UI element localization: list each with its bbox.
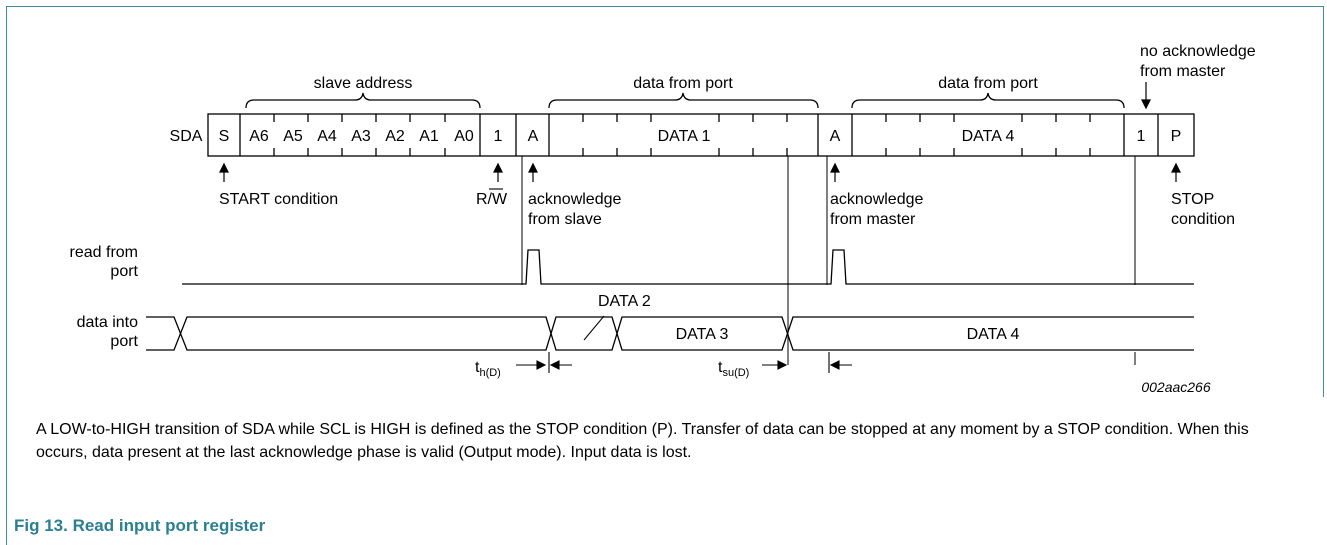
field-a0: A0: [454, 128, 474, 145]
ack-master-label-line1: acknowledge: [830, 191, 924, 208]
figure-id: 002aac266: [1141, 379, 1211, 395]
figure-caption: A LOW-to-HIGH transition of SDA while SC…: [36, 421, 1249, 461]
no-ack-arrow: [1141, 82, 1151, 110]
field-data4: DATA 4: [962, 128, 1015, 145]
ack-slave-label-line2: from slave: [528, 211, 602, 228]
no-ack-label-line1: no acknowledge: [1140, 43, 1256, 60]
tsu-label: tsu(D): [718, 359, 749, 379]
brace-label-slave-address: slave address: [314, 75, 413, 92]
read-from-port-label-line1: read from: [70, 244, 138, 261]
field-start: S: [219, 128, 230, 145]
brace-label-data-from-port-2: data from port: [938, 75, 1038, 92]
guide-lines: [521, 156, 1136, 365]
field-data1: DATA 1: [658, 128, 711, 145]
th-label: th(D): [475, 359, 501, 379]
field-a4: A4: [317, 128, 337, 145]
field-ack-2: A: [830, 128, 841, 145]
braces: [245, 92, 1125, 109]
ack-slave-label-line1: acknowledge: [528, 191, 622, 208]
field-nack-bit: 1: [1137, 128, 1146, 145]
brace-slave-address: [245, 92, 481, 109]
stop-condition-label-line2: condition: [1171, 211, 1235, 228]
brace-label-data-from-port-1: data from port: [633, 75, 733, 92]
brace-data-from-port-1: [548, 92, 819, 109]
read-from-port-signal: [182, 249, 1194, 285]
field-ack-1: A: [528, 128, 539, 145]
data-into-port-label-line1: data into: [77, 314, 138, 331]
field-rw-bit: 1: [494, 128, 503, 145]
figure-left-rule: [6, 396, 7, 545]
field-stop: P: [1171, 128, 1182, 145]
field-a2: A2: [385, 128, 405, 145]
ack-master-label-line2: from master: [830, 211, 916, 228]
rw-label: R/W: [476, 191, 508, 208]
no-ack-label-line2: from master: [1140, 63, 1226, 80]
annotation-arrows: [219, 162, 1181, 182]
data-into-port-label-line2: port: [110, 333, 138, 350]
stop-condition-label-line1: STOP: [1171, 191, 1214, 208]
timing-markers: [516, 352, 852, 373]
bus-label-data4: DATA 4: [967, 326, 1020, 343]
figure-border: [6, 6, 1324, 397]
sda-frame: [207, 113, 1195, 157]
field-a1: A1: [419, 128, 439, 145]
start-condition-label: START condition: [219, 191, 338, 208]
data-into-port-bus: [146, 316, 1194, 351]
data2-leader: [583, 315, 605, 341]
field-a5: A5: [283, 128, 303, 145]
figure-title: Fig 13. Read input port register: [14, 516, 266, 535]
sda-label: SDA: [170, 128, 203, 145]
read-from-port-label-line2: port: [110, 263, 138, 280]
sda-outline: [207, 113, 1195, 157]
bus-label-data2: DATA 2: [598, 293, 651, 310]
bus-label-data3: DATA 3: [676, 326, 729, 343]
field-a6: A6: [249, 128, 269, 145]
field-a3: A3: [351, 128, 371, 145]
brace-data-from-port-2: [851, 92, 1125, 109]
